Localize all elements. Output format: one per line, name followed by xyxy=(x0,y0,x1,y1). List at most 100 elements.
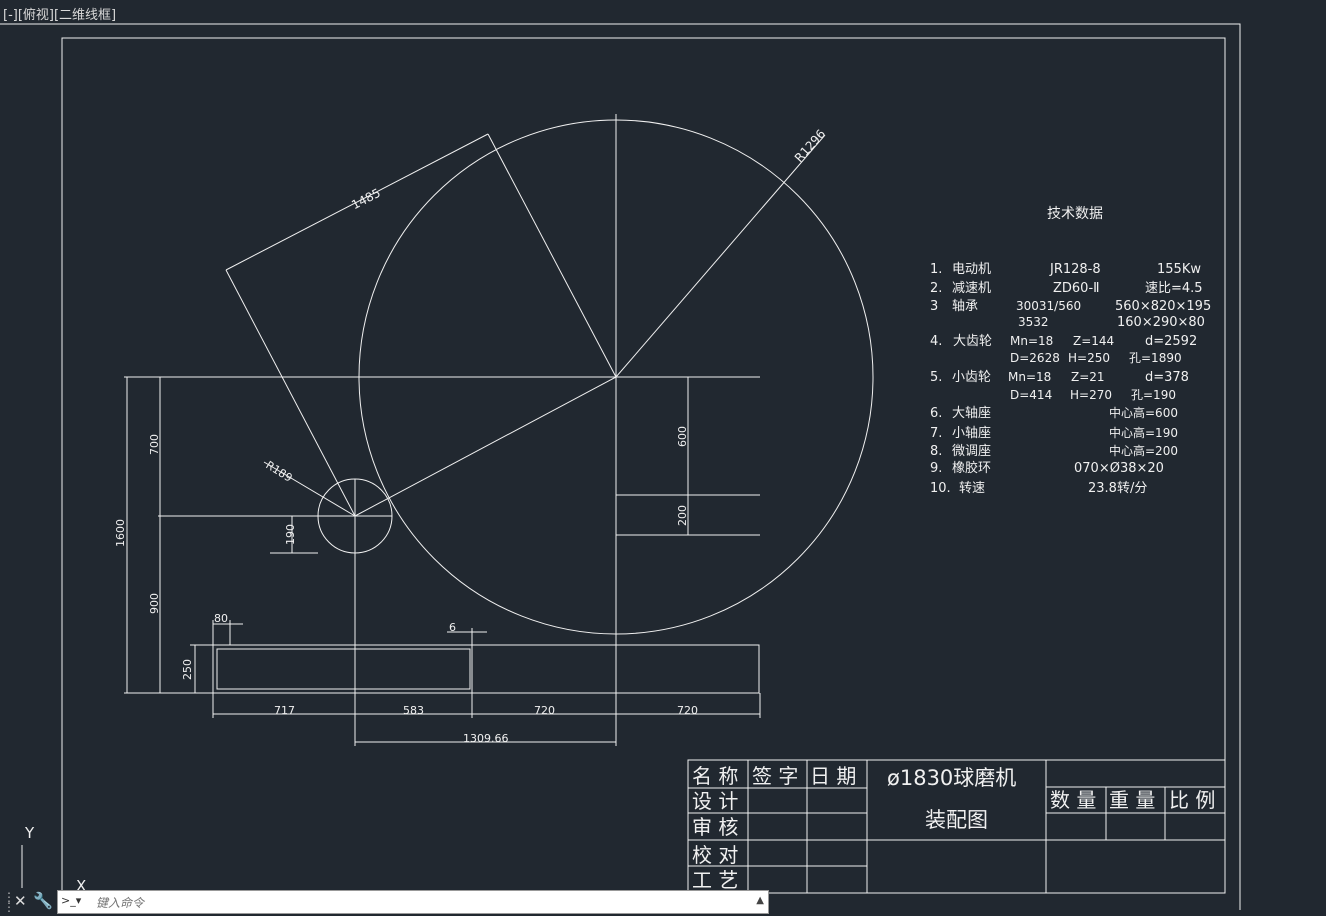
tech-row-8-num: 8. xyxy=(930,444,942,459)
dim-1485-text: 1485 xyxy=(349,186,383,212)
tech-row-4b-c1: D=2628 xyxy=(1010,351,1060,365)
dim-r1296-text: R1296 xyxy=(792,127,828,165)
tech-row-1-num: 1. xyxy=(930,262,942,277)
paper-boundary xyxy=(0,23,1241,910)
close-icon[interactable]: ✕ xyxy=(14,892,27,910)
tech-row-5b-c3: 孔=190 xyxy=(1131,388,1176,402)
title-block: 名 称 签 字 日 期 设 计 审 核 校 对 工 艺 ø1830球磨机 装配图… xyxy=(687,759,1226,894)
tech-row-5-c2: Z=21 xyxy=(1071,370,1105,384)
tech-row-2-name: 减速机 xyxy=(952,281,991,296)
tech-data-title: 技术数据 xyxy=(1047,206,1103,222)
dim-80-text: 80 xyxy=(214,612,228,625)
dim-717-text: 717 xyxy=(274,704,295,717)
tb-scale-label: 比 例 xyxy=(1169,788,1215,812)
tech-row-3-num: 3 xyxy=(930,299,938,314)
tech-row-1-c2: 155Kw xyxy=(1157,262,1201,277)
tb-name-label: 名 称 xyxy=(692,764,738,788)
dim-190-text: 190 xyxy=(284,524,297,545)
tech-row-2-c1: ZD60-Ⅱ xyxy=(1053,281,1100,296)
dim-900-text: 900 xyxy=(148,593,161,614)
small-gear-to-dim-line xyxy=(225,269,356,517)
dim-130966-text: 1309.66 xyxy=(463,732,509,745)
tb-qty-label: 数 量 xyxy=(1050,788,1096,812)
tech-row-10-num: 10. xyxy=(930,481,951,496)
tech-row-4-c2: Z=144 xyxy=(1073,334,1114,348)
tech-row-3b-c1: 3532 xyxy=(1018,315,1049,329)
chevron-up-icon[interactable]: ▲ xyxy=(756,895,764,906)
r1296-leader xyxy=(615,134,826,378)
tech-row-5b-c2: H=270 xyxy=(1070,388,1112,402)
tb-proof-label: 校 对 xyxy=(692,843,738,867)
command-input[interactable] xyxy=(94,892,748,914)
tb-process-label: 工 艺 xyxy=(692,868,738,892)
dim-583-text: 583 xyxy=(403,704,424,717)
dim-720a-text: 720 xyxy=(534,704,555,717)
tb-drawing-subtitle: 装配图 xyxy=(925,808,988,832)
command-input-box: >_▾ ▲ xyxy=(57,890,769,914)
dim-200-text: 200 xyxy=(676,505,689,526)
tech-row-2-c2: 速比=4.5 xyxy=(1145,281,1203,296)
tb-design-label: 设 计 xyxy=(692,789,738,813)
tb-review-label: 审 核 xyxy=(692,815,738,839)
tech-row-5-c3: d=378 xyxy=(1145,370,1189,385)
tech-row-10-c1: 23.8转/分 xyxy=(1088,481,1147,496)
tech-row-5-num: 5. xyxy=(930,370,942,385)
tech-row-6-c1: 中心高=600 xyxy=(1109,405,1178,420)
tech-row-7-num: 7. xyxy=(930,426,942,441)
center-to-center-line xyxy=(354,376,617,517)
tech-row-9-name: 橡胶环 xyxy=(952,460,991,476)
tech-row-8-name: 微调座 xyxy=(952,444,991,459)
tech-row-3b-c2: 160×290×80 xyxy=(1117,315,1205,330)
grip-handle-icon[interactable]: ⋮⋮ xyxy=(3,890,15,914)
tech-row-3-c2: 560×820×195 xyxy=(1115,299,1211,314)
viewport-controls-label[interactable]: [-][俯视][二维线框] xyxy=(3,8,117,23)
title-block-frame xyxy=(687,759,1226,894)
tech-row-4-name: 大齿轮 xyxy=(953,334,992,349)
base-frame-outer xyxy=(212,644,760,694)
dim-r189-text: R189 xyxy=(263,459,294,485)
ucs-icon: Y X xyxy=(21,824,86,895)
tech-row-6-name: 大轴座 xyxy=(952,406,991,421)
tech-row-4b-c3: 孔=1890 xyxy=(1129,351,1182,365)
tech-row-4-c3: d=2592 xyxy=(1145,334,1197,349)
tech-row-3-name: 轴承 xyxy=(952,299,978,314)
tech-row-4-c1: Mn=18 xyxy=(1010,334,1053,348)
command-line-bar: ⋮⋮ ✕ 🔧 >_▾ ▲ xyxy=(0,888,770,916)
tech-row-10-name: 转速 xyxy=(959,481,985,496)
dim-700-text: 700 xyxy=(148,434,161,455)
tech-row-4b-c2: H=250 xyxy=(1068,351,1110,365)
r189-leader xyxy=(263,461,356,517)
dim-720b-text: 720 xyxy=(677,704,698,717)
tb-date-label: 日 期 xyxy=(810,764,856,788)
tech-data-table: 1. 电动机 JR128-8 155Kw 2. 减速机 ZD60-Ⅱ 速比=4.… xyxy=(930,262,1211,496)
tech-row-1-name: 电动机 xyxy=(952,262,991,277)
tech-row-5-c1: Mn=18 xyxy=(1008,370,1051,384)
dim-1485-line xyxy=(225,133,489,271)
tech-row-7-name: 小轴座 xyxy=(952,426,991,441)
drawing-border xyxy=(61,37,1226,894)
tb-weight-label: 重 量 xyxy=(1109,788,1155,812)
gear-radius-to-tangent xyxy=(487,133,617,378)
ucs-x-label: X xyxy=(76,877,86,895)
tech-row-4-num: 4. xyxy=(930,334,942,349)
tech-row-2-num: 2. xyxy=(930,281,942,296)
dim-1600-text: 1600 xyxy=(114,519,127,547)
tech-row-7-c1: 中心高=190 xyxy=(1109,425,1178,440)
dim-250-text: 250 xyxy=(181,659,194,680)
wrench-icon[interactable]: 🔧 xyxy=(33,891,53,910)
tech-row-9-c1: 070×Ø38×20 xyxy=(1074,461,1164,476)
tb-sign-label: 签 字 xyxy=(752,764,798,788)
tb-drawing-title: ø1830球磨机 xyxy=(887,766,1016,790)
dim-6-text: 6 xyxy=(449,621,456,634)
tech-row-3-c1: 30031/560 xyxy=(1016,299,1081,313)
command-prompt-icon[interactable]: >_▾ xyxy=(61,894,82,907)
dim-600-text: 600 xyxy=(676,426,689,447)
tech-row-5-name: 小齿轮 xyxy=(952,370,991,385)
tech-row-5b-c1: D=414 xyxy=(1010,388,1052,402)
tech-row-1-c1: JR128-8 xyxy=(1049,262,1101,277)
ucs-y-label: Y xyxy=(24,824,35,842)
tech-row-8-c1: 中心高=200 xyxy=(1109,443,1178,458)
tech-row-6-num: 6. xyxy=(930,406,942,421)
base-frame-inner xyxy=(216,648,471,690)
